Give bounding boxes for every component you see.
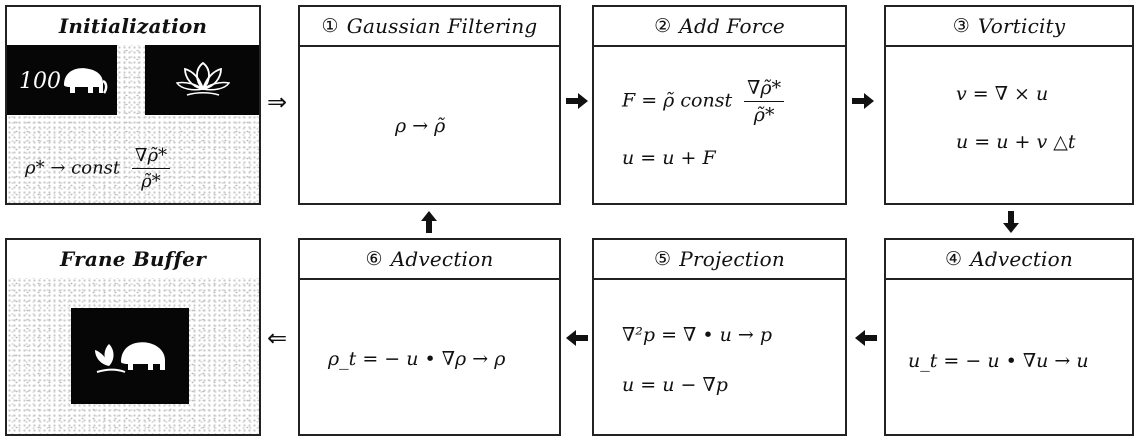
arrow-right-icon [852,93,874,109]
advection-6-box: ⑥ Advection ρ_t = − u • ∇ρ → ρ [298,238,561,436]
frame-buffer-render [71,308,189,404]
velocity-update-equation: u = u + F [622,147,716,169]
lotus-icon [175,61,231,96]
velocity-advection-equation: u_t = − u • ∇u → u [908,350,1089,372]
advection-6-header: ⑥ Advection [300,240,559,280]
initialization-header: Initialization [7,7,259,47]
initialization-image: 100 ρ* → const ∇ρ̃*ρ̃* [7,45,259,203]
gaussian-filtering-box: ① Gaussian Filtering ρ → ρ̃ [298,5,561,205]
arrow-up-icon [421,211,437,233]
vorticity-update-equation: u = u + v △t [956,131,1076,153]
projection-title: Projection [679,247,785,271]
arrow-left-icon [855,330,877,346]
lotus-logo-panel [145,45,259,115]
frame-buffer-header: Frane Buffer [7,240,259,280]
initialization-equation: ρ* → const ∇ρ̃*ρ̃* [25,145,171,192]
elephant-lotus-icon [95,342,165,373]
frame-buffer-image [7,278,259,434]
vorticity-title: Vorticity [977,14,1066,38]
vorticity-box: ③ Vorticity v = ∇ × u u = u + v △t [884,5,1134,205]
frame-buffer-title: Frane Buffer [60,247,206,271]
arrow-right-icon [566,93,588,109]
advection-4-title: Advection [970,247,1073,271]
projection-box: ⑤ Projection ∇²p = ∇ • u → p u = u − ∇p [592,238,847,436]
gaussian-equation: ρ → ρ̃ [395,115,446,137]
initialization-title: Initialization [58,14,208,38]
vorticity-equation: v = ∇ × u [956,83,1049,105]
frame-buffer-box: Frane Buffer [5,238,261,436]
arrow-down-icon [1003,211,1019,233]
pressure-projection-equation: u = u − ∇p [622,374,728,396]
pressure-poisson-equation: ∇²p = ∇ • u → p [622,324,772,346]
add-force-box: ② Add Force F = ρ̃ const ∇ρ̃*ρ̃* u = u +… [592,5,847,205]
advection-6-title: Advection [390,247,494,271]
advection-4-header: ④ Advection [886,240,1132,280]
elephant-logo-panel: 100 [7,45,117,115]
implies-right-arrow: ⇒ [267,88,288,116]
logo-text: 100 [19,69,61,94]
projection-header: ⑤ Projection [594,240,845,280]
gaussian-filtering-header: ① Gaussian Filtering [300,7,559,47]
elephant-icon [64,68,108,94]
vorticity-header: ③ Vorticity [886,7,1132,47]
advection-4-box: ④ Advection u_t = − u • ∇u → u [884,238,1134,436]
density-advection-equation: ρ_t = − u • ∇ρ → ρ [328,348,506,370]
implies-left-arrow: ⇐ [267,324,288,352]
add-force-title: Add Force [679,14,785,38]
arrow-left-icon [566,330,588,346]
add-force-header: ② Add Force [594,7,845,47]
force-equation: F = ρ̃ const ∇ρ̃*ρ̃* [622,77,785,126]
gaussian-filtering-title: Gaussian Filtering [346,14,538,38]
initialization-box: Initialization 100 ρ* → const ∇ρ̃*ρ̃* [5,5,261,205]
